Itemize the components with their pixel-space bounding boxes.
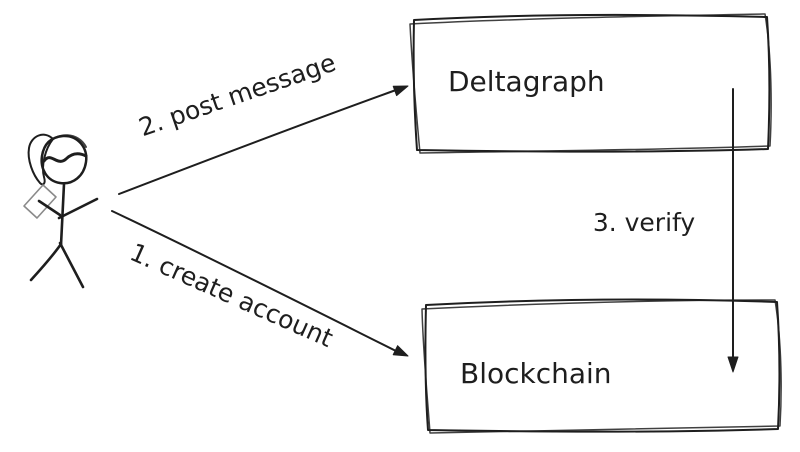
node-blockchain: Blockchain	[421, 298, 782, 434]
actor-left-leg	[29, 242, 63, 282]
arrow-create-account: 1. create account	[111, 210, 409, 357]
arrow-post-message-label: 2. post message	[135, 48, 339, 143]
deltagraph-box-sketch-overlap	[409, 13, 772, 154]
arrow-verify: 3. verify	[593, 88, 739, 373]
arrow-verify-label: 3. verify	[593, 208, 696, 237]
actor-body	[59, 182, 66, 247]
deltagraph-label: Deltagraph	[448, 65, 605, 98]
arrow-post-message: 2. post message	[118, 48, 409, 195]
arrow-post-message-head	[392, 85, 409, 97]
blockchain-box	[424, 298, 781, 433]
deltagraph-box	[412, 14, 771, 153]
arrow-create-account-head	[392, 345, 409, 357]
arrow-create-account-line	[111, 210, 397, 352]
stick-figure-user-icon	[23, 133, 99, 289]
actor-right-arm	[57, 197, 99, 220]
node-deltagraph: Deltagraph	[409, 13, 772, 154]
actor-bag	[23, 184, 57, 219]
blockchain-label: Blockchain	[460, 357, 612, 390]
actor-ponytail	[27, 133, 54, 186]
actor-left-arm	[37, 199, 62, 217]
actor-head	[40, 134, 88, 185]
actor-right-leg	[58, 241, 85, 289]
arrow-create-account-label: 1. create account	[126, 238, 338, 354]
blockchain-box-sketch-overlap	[421, 299, 782, 434]
actor-hair-fringe	[42, 152, 88, 163]
arrow-verify-head	[727, 356, 739, 373]
arrow-post-message-line	[118, 89, 397, 195]
